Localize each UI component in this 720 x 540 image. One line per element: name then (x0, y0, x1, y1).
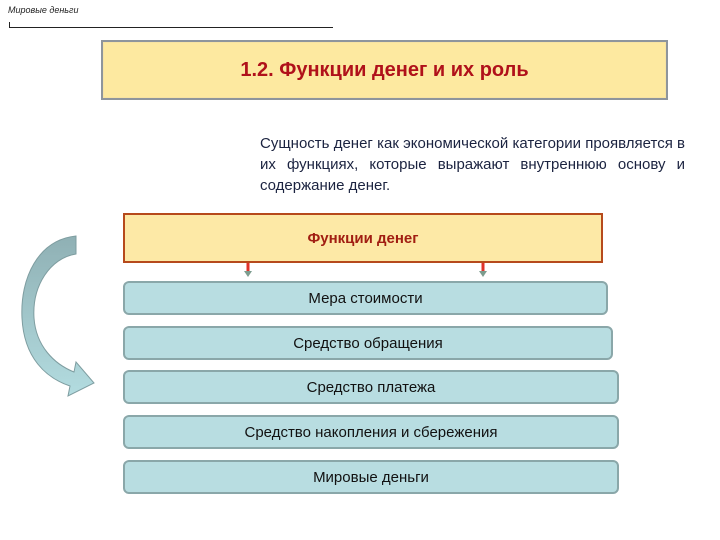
header-tick (9, 22, 10, 28)
function-item: Мера стоимости (123, 281, 608, 315)
curved-arrow-icon (21, 235, 95, 397)
function-item: Средство платежа (123, 370, 619, 404)
functions-root-box: Функции денег (123, 213, 603, 263)
function-item-label: Средство обращения (293, 334, 443, 352)
header-label: Мировые деньги (8, 5, 79, 15)
down-arrow-icon (244, 263, 252, 277)
function-item-label: Средство платежа (306, 378, 436, 396)
function-item-label: Средство накопления и сбережения (244, 423, 498, 441)
function-item-label: Мировые деньги (313, 468, 429, 486)
function-item: Средство накопления и сбережения (123, 415, 619, 449)
header-divider (9, 27, 333, 28)
page-title: 1.2. Функции денег и их роль (240, 58, 529, 81)
function-item-label: Мера стоимости (308, 289, 423, 307)
function-item: Средство обращения (123, 326, 613, 360)
intro-paragraph: Сущность денег как экономической категор… (260, 135, 685, 194)
down-arrow-icon (479, 263, 487, 277)
title-box: 1.2. Функции денег и их роль (101, 40, 668, 100)
function-item: Мировые деньги (123, 460, 619, 494)
functions-root-label: Функции денег (307, 229, 419, 247)
